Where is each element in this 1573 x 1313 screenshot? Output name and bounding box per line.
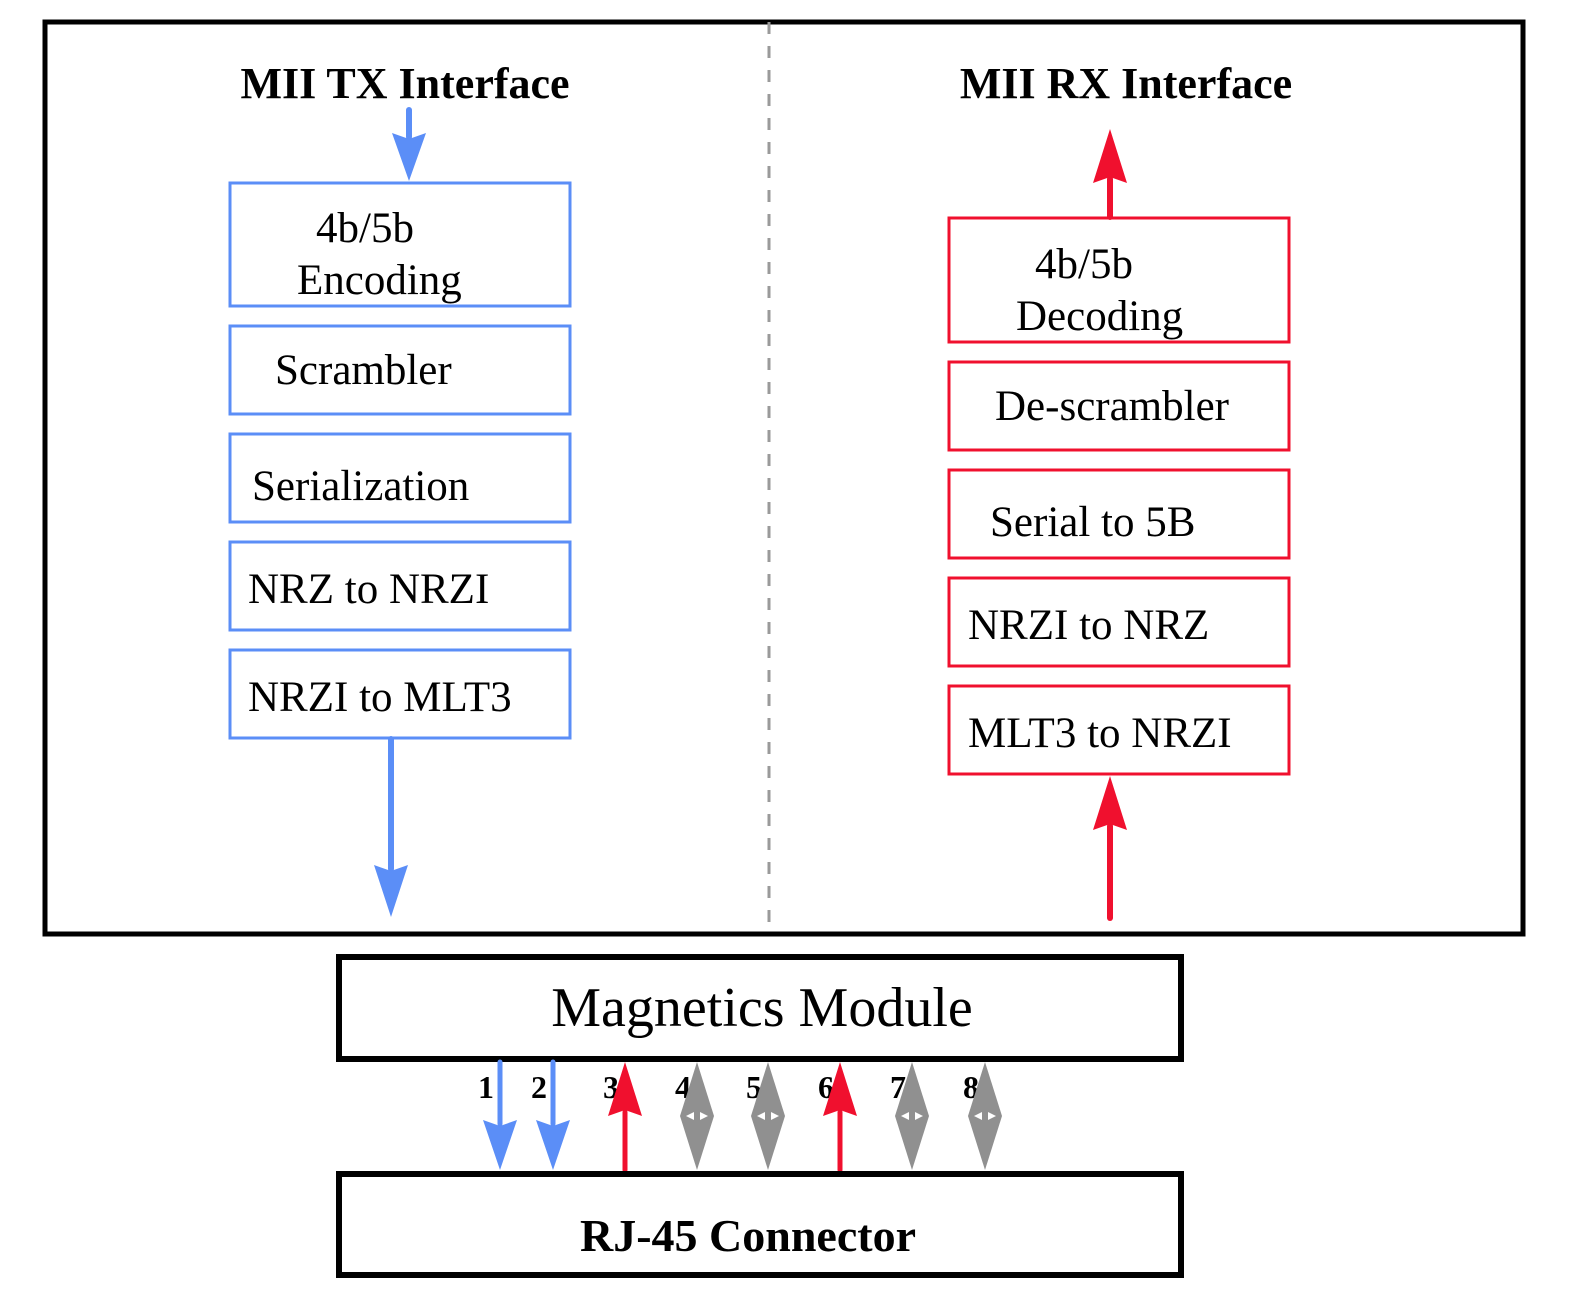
rx-block-nrzi-to-nrz: NRZI to NRZ bbox=[947, 576, 1291, 668]
rx-output-arrow-head bbox=[1093, 129, 1127, 183]
rj45-connector: RJ-45 Connector bbox=[336, 1171, 1184, 1278]
tx-block-nrzi-to-mlt3: NRZI to MLT3 bbox=[228, 648, 572, 740]
rx-block-descrambler-label: De-scrambler bbox=[995, 383, 1229, 430]
tx-output-arrow bbox=[374, 736, 408, 917]
rx-section: MII RX Interface 4b/5b Decoding De-scram… bbox=[947, 59, 1292, 921]
tx-input-arrow bbox=[392, 107, 426, 181]
pin-notch-left bbox=[974, 1112, 982, 1120]
tx-block-serialization-label: Serialization bbox=[252, 463, 469, 510]
rx-block-mlt3-to-nrzi-label: MLT3 to NRZI bbox=[968, 710, 1232, 757]
pin-notch-right bbox=[700, 1112, 708, 1120]
magnetics-module: Magnetics Module bbox=[336, 954, 1184, 1062]
rx-block-serial-to-5b-label: Serial to 5B bbox=[990, 499, 1195, 546]
pin-label: 1 bbox=[478, 1069, 494, 1105]
tx-block-nrz-to-nrzi-label: NRZ to NRZI bbox=[248, 566, 489, 613]
magnetics-module-label: Magnetics Module bbox=[551, 977, 972, 1039]
pin-notch-left bbox=[757, 1112, 765, 1120]
rx-block-descrambler: De-scrambler bbox=[947, 360, 1291, 452]
rx-block-mlt3-to-nrzi: MLT3 to NRZI bbox=[947, 684, 1291, 776]
pin-notch-left bbox=[686, 1112, 694, 1120]
tx-block-scrambler-label: Scrambler bbox=[275, 347, 452, 394]
rx-block-nrzi-to-nrz-label: NRZI to NRZ bbox=[968, 602, 1209, 649]
tx-block-encoding-line2: Encoding bbox=[297, 257, 462, 304]
pin-notch-right bbox=[771, 1112, 779, 1120]
pin-7: 7 bbox=[890, 1062, 929, 1170]
pin-label: 2 bbox=[531, 1069, 547, 1105]
tx-block-nrzi-to-mlt3-label: NRZI to MLT3 bbox=[248, 674, 512, 721]
tx-block-scrambler: Scrambler bbox=[228, 324, 572, 416]
tx-input-arrow-head bbox=[392, 133, 426, 181]
pin-arrow-down-head bbox=[483, 1120, 517, 1170]
pin-1: 1 bbox=[478, 1059, 517, 1170]
pin-8: 8 bbox=[963, 1062, 1002, 1170]
pin-bidirectional-icon bbox=[968, 1062, 1002, 1170]
pin-notch-right bbox=[915, 1112, 923, 1120]
tx-block-encoding: 4b/5b Encoding bbox=[228, 181, 572, 308]
pin-2: 2 bbox=[531, 1059, 570, 1170]
rj45-connector-label: RJ-45 Connector bbox=[580, 1210, 916, 1261]
phy-frame bbox=[42, 19, 1526, 937]
tx-section: MII TX Interface 4b/5b Encoding Scramble… bbox=[228, 59, 572, 917]
rx-block-serial-to-5b: Serial to 5B bbox=[947, 468, 1291, 560]
pin-arrow-up-head bbox=[823, 1062, 857, 1116]
tx-title: MII TX Interface bbox=[240, 59, 569, 108]
pin-bidirectional-icon bbox=[680, 1062, 714, 1170]
rx-block-decoding-line2: Decoding bbox=[1016, 293, 1183, 340]
pin-bidirectional-icon bbox=[751, 1062, 785, 1170]
rx-block-decoding-line1: 4b/5b bbox=[1035, 241, 1133, 288]
rx-input-arrow bbox=[1093, 776, 1127, 921]
pin-6: 6 bbox=[818, 1062, 857, 1173]
pin-bidirectional-icon bbox=[895, 1062, 929, 1170]
rx-input-arrow-head bbox=[1093, 776, 1127, 830]
pin-3: 3 bbox=[603, 1062, 642, 1173]
pin-notch-left bbox=[901, 1112, 909, 1120]
rx-block-decoding: 4b/5b Decoding bbox=[947, 216, 1291, 344]
pin-arrow-down-head bbox=[536, 1120, 570, 1170]
pin-arrow-up-head bbox=[608, 1062, 642, 1116]
tx-block-encoding-line1: 4b/5b bbox=[316, 205, 414, 252]
tx-output-arrow-head bbox=[374, 865, 408, 917]
tx-block-serialization: Serialization bbox=[228, 432, 572, 524]
pin-notch-right bbox=[988, 1112, 996, 1120]
tx-block-nrz-to-nrzi: NRZ to NRZI bbox=[228, 540, 572, 632]
pin-5: 5 bbox=[746, 1062, 785, 1170]
rx-title: MII RX Interface bbox=[960, 59, 1292, 108]
rx-output-arrow bbox=[1093, 129, 1127, 220]
pin-4: 4 bbox=[675, 1062, 714, 1170]
